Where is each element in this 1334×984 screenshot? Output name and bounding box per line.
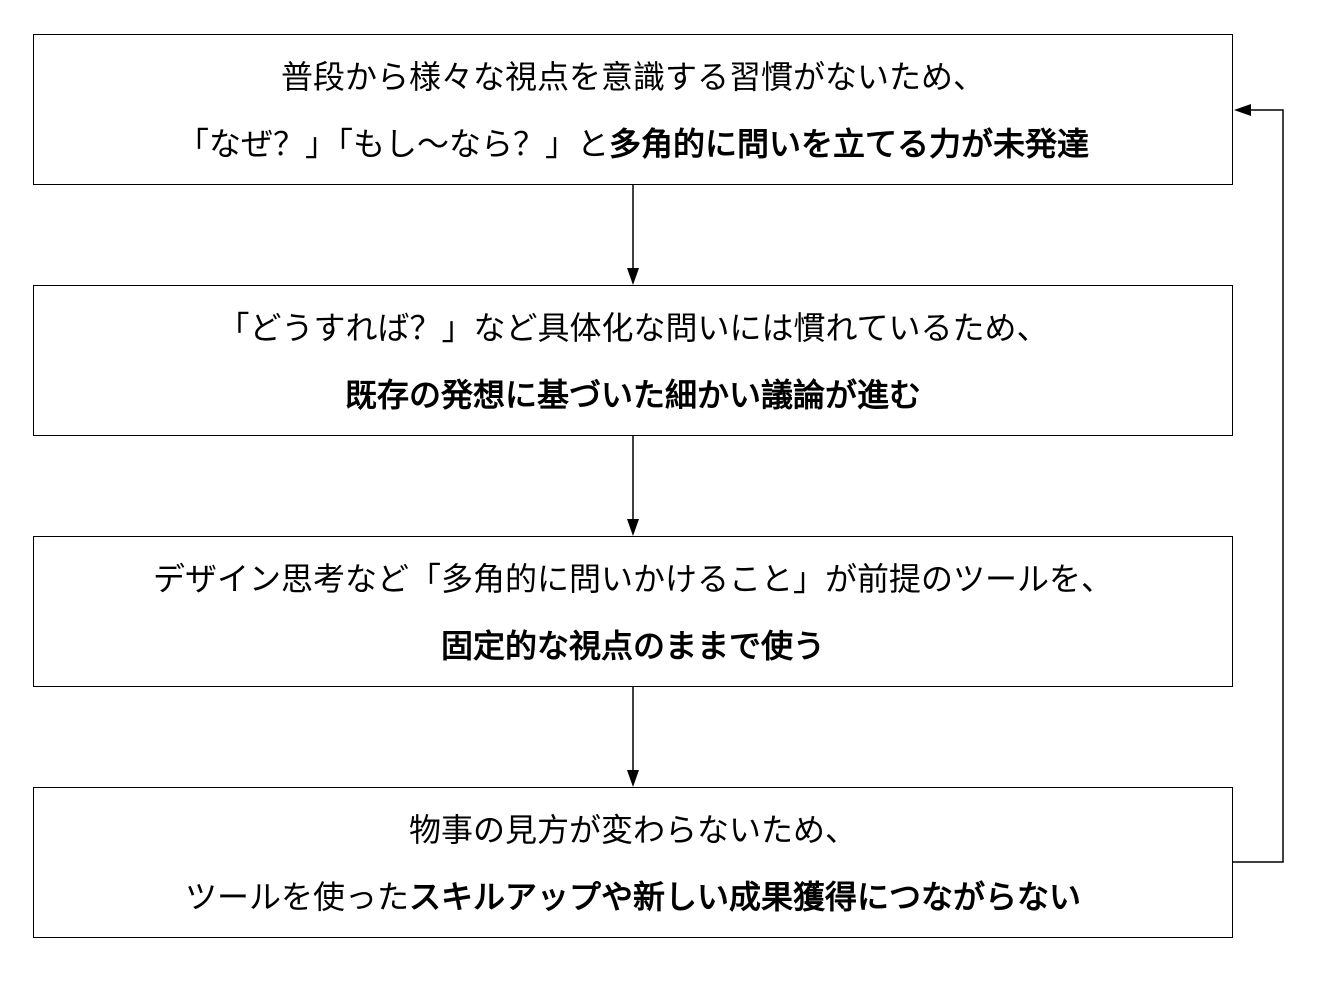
step-4-line-2-emphasis: スキルアップや新しい成果獲得につながらない	[409, 878, 1082, 916]
step-box-3: デザイン思考など「多角的に問いかけること」が前提のツールを、 固定的な視点のまま…	[33, 536, 1233, 687]
step-1-line-2: 「なぜ？」「もし〜なら？」と多角的に問いを立てる力が未発達	[34, 124, 1232, 164]
step-4-line-1: 物事の見方が変わらないため、	[408, 811, 857, 849]
step-box-2: 「どうすれば？」など具体化な問いには慣れているため、 既存の発想に基づいた細かい…	[33, 285, 1233, 436]
step-4-line-2-normal: ツールを使った	[184, 878, 409, 916]
step-3-line-2-emphasis: 固定的な視点のままで使う	[440, 627, 825, 665]
feedback-loop-line	[1233, 109, 1284, 863]
step-1-line-1: 普段から様々な視点を意識する習慣がないため、	[280, 58, 985, 96]
step-2-line-1: 「どうすれば？」など具体化な問いには慣れているため、	[217, 309, 1049, 347]
arrow-3-to-4-head	[627, 770, 639, 787]
step-1-line-2-normal: 「なぜ？」「もし〜なら？」と	[176, 125, 609, 163]
step-box-4: 物事の見方が変わらないため、 ツールを使ったスキルアップや新しい成果獲得につなが…	[33, 787, 1233, 938]
step-box-1: 普段から様々な視点を意識する習慣がないため、 「なぜ？」「もし〜なら？」と多角的…	[33, 34, 1233, 185]
step-3-line-1: デザイン思考など「多角的に問いかけること」が前提のツールを、	[152, 560, 1113, 598]
arrow-2-to-3-head	[627, 519, 639, 536]
feedback-loop-arrow-head	[1234, 104, 1251, 116]
step-4-line-2: ツールを使ったスキルアップや新しい成果獲得につながらない	[34, 877, 1232, 917]
step-2-line-2-emphasis: 既存の発想に基づいた細かい議論が進む	[344, 376, 921, 414]
arrow-1-to-2-head	[627, 268, 639, 285]
step-1-line-2-emphasis: 多角的に問いを立てる力が未発達	[609, 125, 1090, 163]
